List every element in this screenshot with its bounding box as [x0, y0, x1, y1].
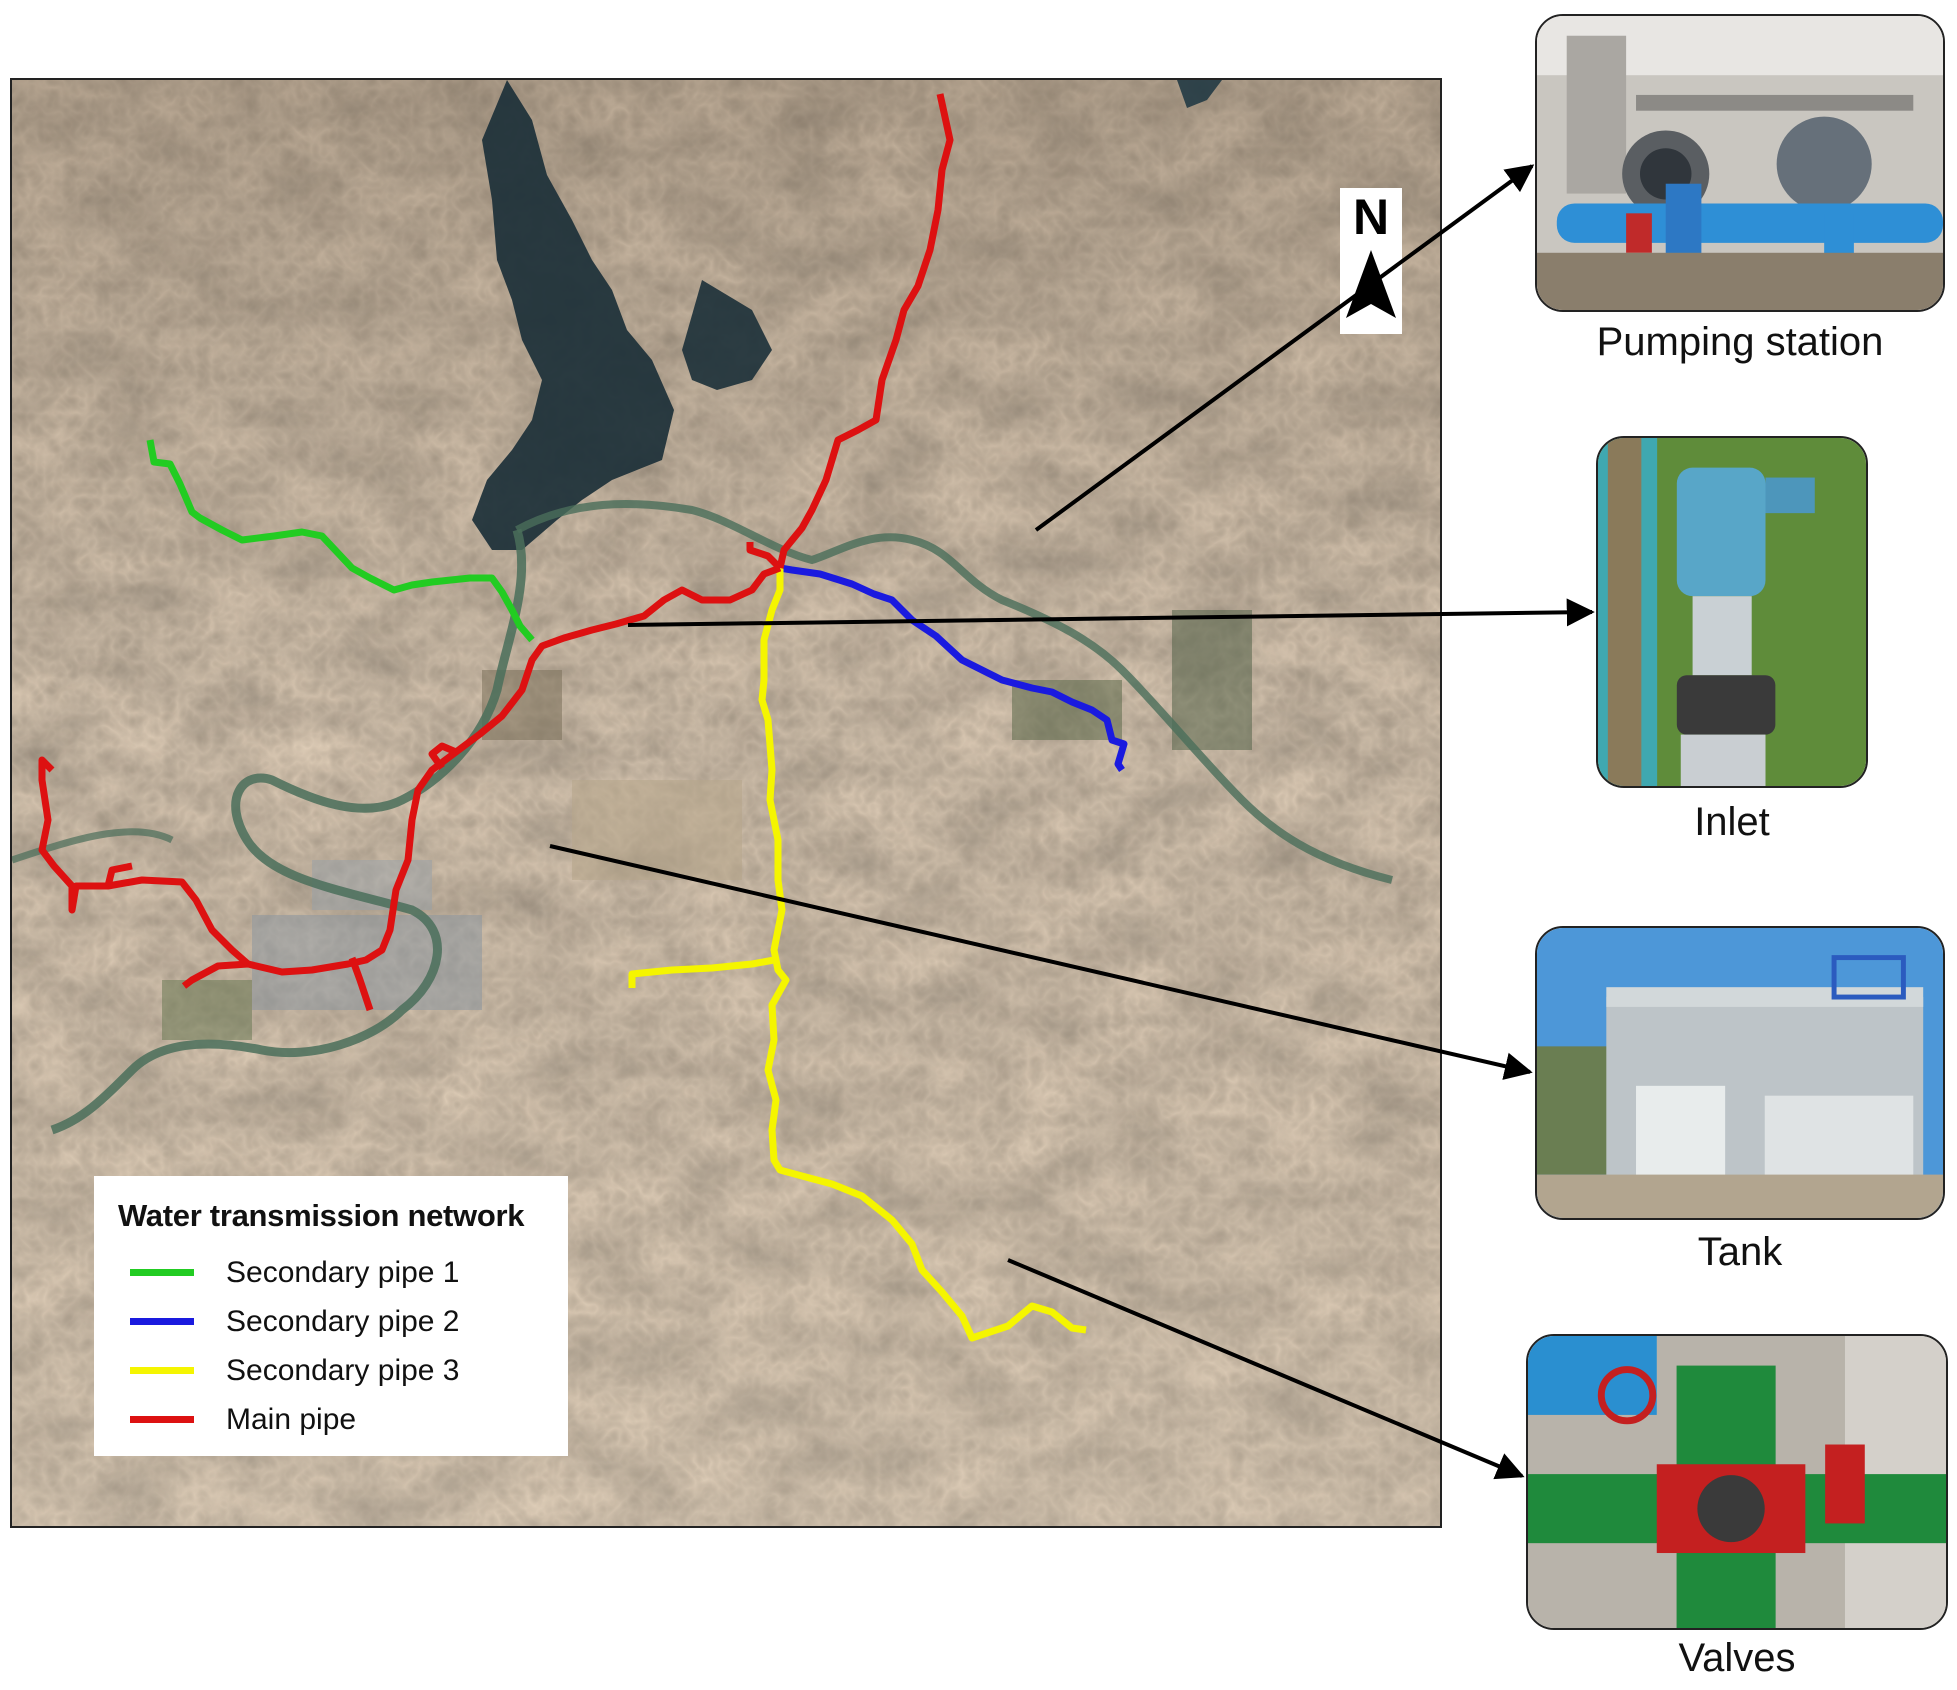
map-legend: Water transmission network Secondary pip…	[94, 1176, 568, 1456]
main-pipe-west	[38, 756, 251, 967]
legend-swatch	[130, 1318, 194, 1325]
pumping-station-photo	[1535, 14, 1945, 312]
north-arrow: N	[1340, 188, 1402, 334]
main-pipe-south-spur	[348, 956, 374, 1012]
main-pipe-spur-north	[746, 542, 783, 571]
legend-item-main-pipe: Main pipe	[118, 1395, 544, 1444]
inlet-photo	[1596, 436, 1868, 788]
valve-photo-icon	[1528, 1336, 1946, 1628]
reservoir-arm	[682, 280, 772, 390]
main-pipe-west-branch	[104, 862, 133, 887]
legend-label: Secondary pipe 1	[226, 1255, 460, 1289]
legend-item-secondary-pipe-3: Secondary pipe 3	[118, 1346, 544, 1395]
tank-photo	[1535, 926, 1945, 1220]
main-pipe-central	[181, 564, 782, 989]
legend-title: Water transmission network	[118, 1198, 525, 1233]
inlet-caption: Inlet	[1694, 800, 1770, 844]
legend-label: Secondary pipe 2	[226, 1304, 460, 1338]
legend-swatch	[130, 1269, 194, 1276]
legend-label: Secondary pipe 3	[226, 1353, 460, 1387]
reservoir	[472, 80, 674, 550]
secondary-pipe-3-line	[758, 568, 1087, 1342]
north-letter: N	[1352, 189, 1390, 245]
legend-label: Main pipe	[226, 1402, 357, 1436]
tank-photo-icon	[1537, 928, 1943, 1218]
main-pipe-north	[776, 93, 954, 569]
valves-caption: Valves	[1678, 1636, 1796, 1680]
main-pipe-spur-tank	[428, 742, 458, 771]
tank-caption: Tank	[1697, 1230, 1783, 1274]
secondary-pipe-1-line	[146, 439, 535, 643]
river-west	[12, 828, 174, 864]
pipe-layer	[38, 93, 1128, 1342]
secondary-pipe-3-branch	[628, 956, 775, 988]
legend-item-secondary-pipe-1: Secondary pipe 1	[118, 1248, 544, 1297]
legend-item-secondary-pipe-2: Secondary pipe 2	[118, 1297, 544, 1346]
north-arrow-icon	[1346, 250, 1396, 318]
valves-photo	[1526, 1334, 1948, 1630]
legend-swatch	[130, 1367, 194, 1374]
pumping-station-caption: Pumping station	[1596, 320, 1884, 364]
secondary-pipe-2-line	[779, 564, 1128, 772]
river-upper	[515, 500, 1393, 884]
legend-swatch	[130, 1416, 194, 1423]
inlet-photo-icon	[1598, 438, 1866, 786]
reservoir-top	[1177, 80, 1222, 108]
pump-photo-icon	[1537, 16, 1943, 310]
